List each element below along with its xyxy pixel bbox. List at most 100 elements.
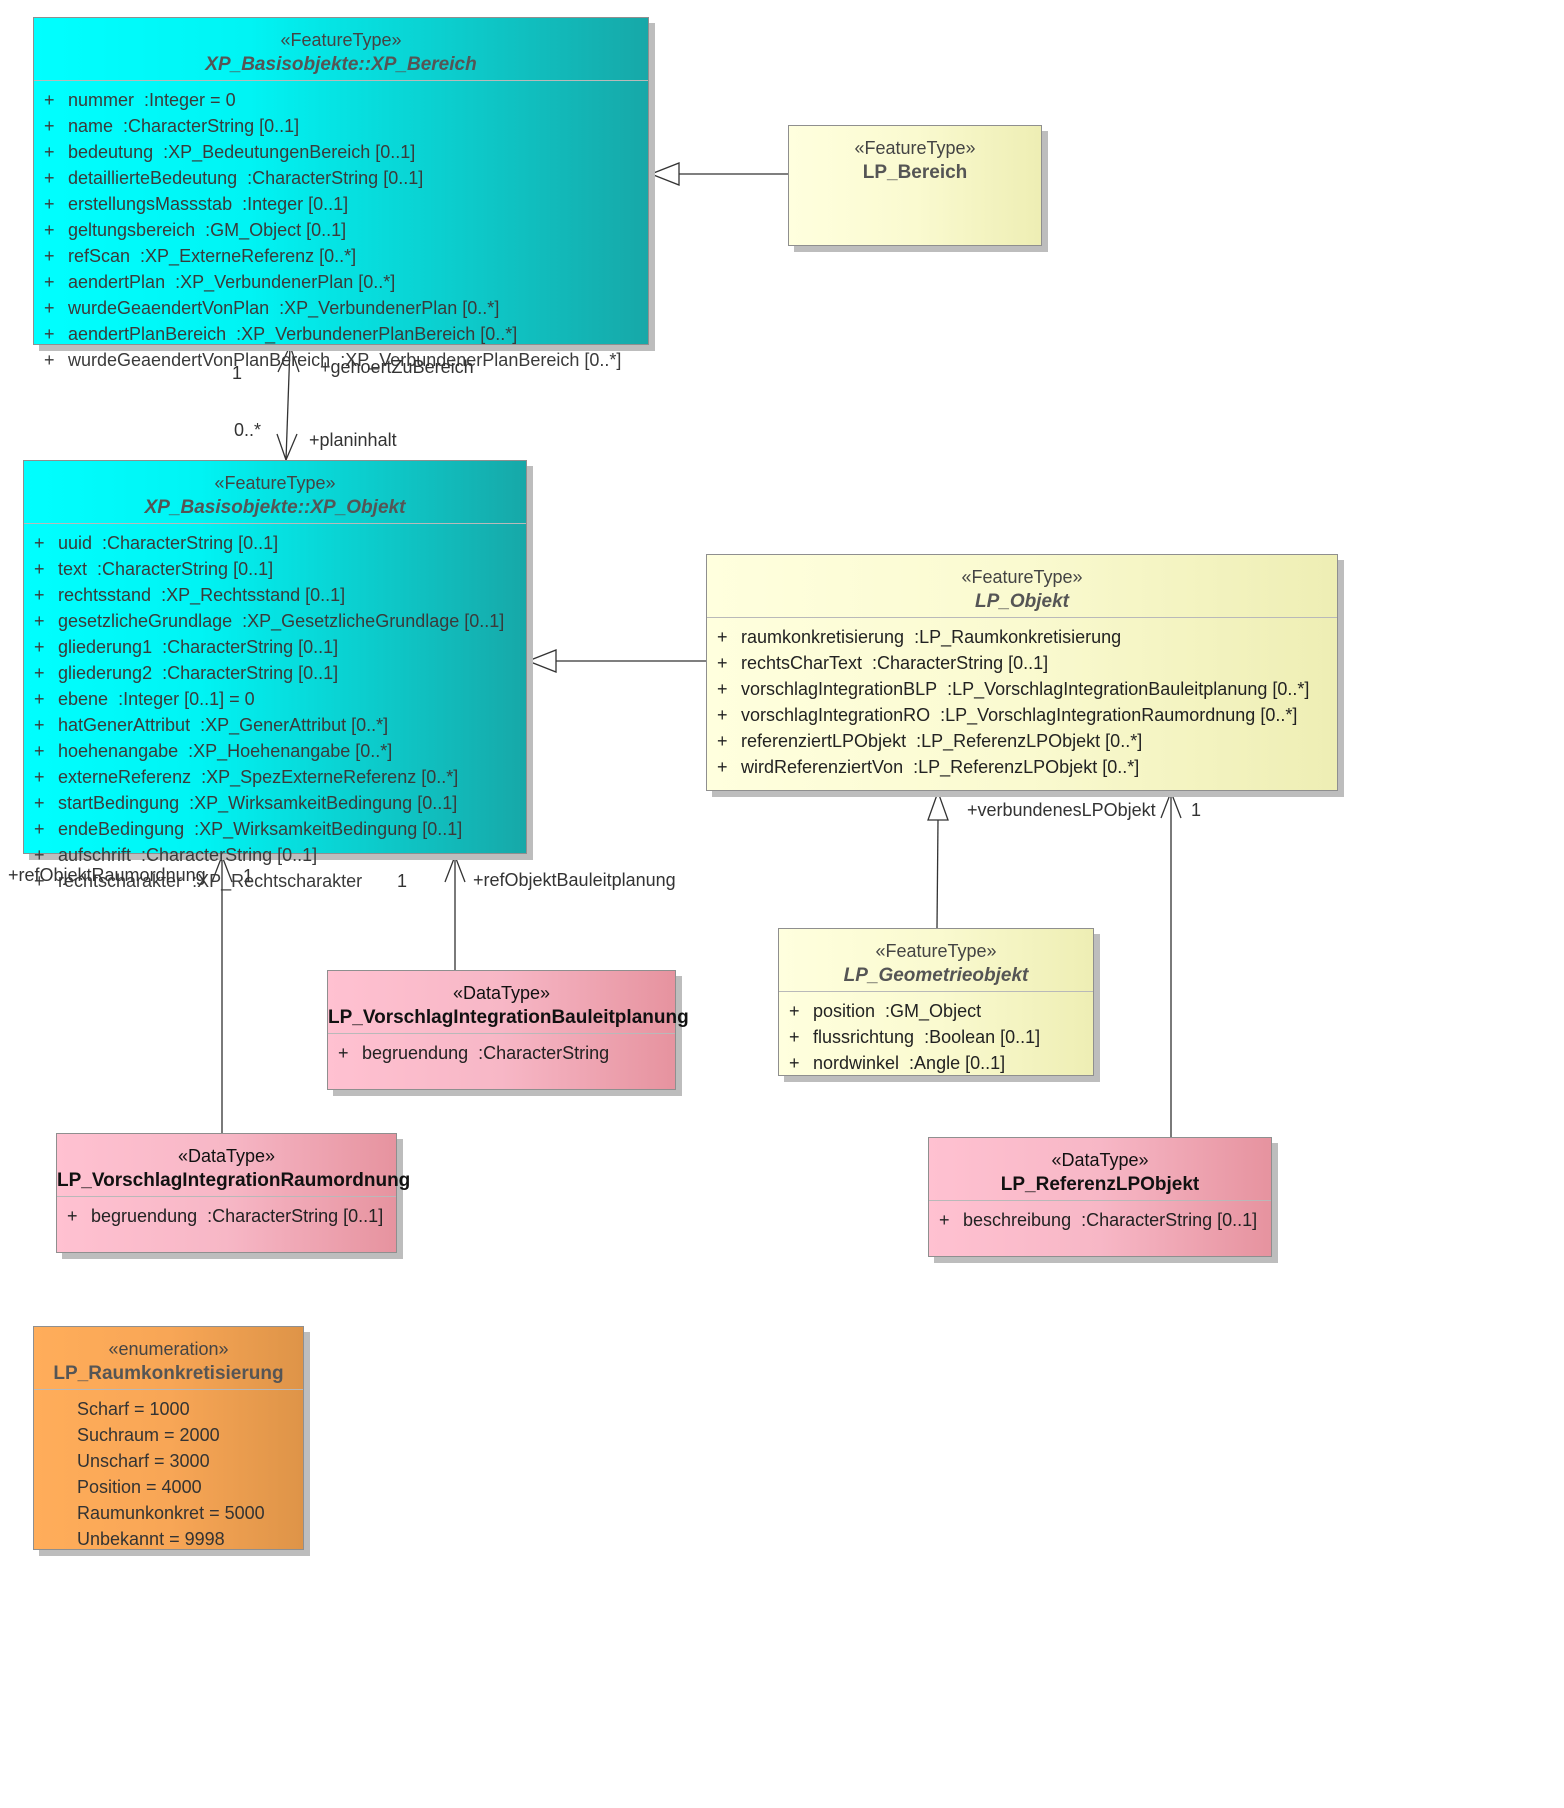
attribute-type: :XP_VerbundenerPlanBereich [0..*] (340, 350, 622, 370)
attribute-type: :CharacterString [0..1] (247, 168, 424, 188)
attribute-name: endeBedingung (58, 819, 185, 839)
visibility-marker: + (34, 637, 45, 657)
visibility-marker: + (717, 757, 728, 777)
attribute-row: +erstellungsMassstab:Integer [0..1] (34, 191, 648, 217)
attribute-row: +endeBedingung:XP_WirksamkeitBedingung [… (24, 816, 526, 842)
visibility-marker: + (34, 663, 45, 683)
attribute-name: aendertPlanBereich (68, 324, 227, 344)
attribute-type: :GM_Object (885, 1001, 982, 1021)
attribute-row: + gesetzlicheGrundlage :XP_GesetzlicheGrun… (24, 608, 526, 634)
visibility-marker: + (939, 1210, 950, 1230)
attribute-row: +name:CharacterString [0..1] (34, 113, 648, 139)
attribute-row: +gliederung1:CharacterString [0..1] (24, 634, 526, 660)
attribute-name: hoehenangabe (58, 741, 179, 761)
visibility-marker: + (67, 1206, 78, 1226)
class-header: «enumeration» LP_Raumkonkretisierung (34, 1327, 303, 1390)
visibility-marker: + (717, 679, 728, 699)
attribute-type: :CharacterString [0..1] (102, 533, 279, 553)
attribute-name: ebene (58, 689, 109, 709)
visibility-marker: + (34, 741, 45, 761)
attribute-type: :LP_VorschlagIntegrationBauleitplanung [… (947, 679, 1310, 699)
attribute-row: +externeReferenz:XP_SpezExterneReferenz … (24, 764, 526, 790)
attribute-name: uuid (58, 533, 93, 553)
attribute-row: +startBedingung:XP_WirksamkeitBedingung … (24, 790, 526, 816)
visibility-marker: + (44, 272, 55, 292)
attribute-row: +detaillierteBedeutung:CharacterString [… (34, 165, 648, 191)
attribute-type: :LP_VorschlagIntegrationRaumordnung [0..… (940, 705, 1298, 725)
attribute-type: :XP_WirksamkeitBedingung [0..1] (194, 819, 463, 839)
visibility-marker: + (338, 1043, 349, 1063)
class-name: LP_Bereich (862, 162, 968, 183)
role-ref-objekt-bauleitplanung: +refObjektBauleitplanung (473, 870, 676, 890)
class-stereotype: «enumeration» (108, 1339, 229, 1359)
attribute-type: :XP_VerbundenerPlanBereich [0..*] (236, 324, 518, 344)
attribute-name: rechtsCharText (741, 653, 863, 673)
class-lp-referenzlpobjekt[interactable]: «DataType» LP_ReferenzLPObjekt +beschrei… (928, 1137, 1272, 1257)
attribute-name: gesetzlicheGrundlage (58, 611, 233, 631)
attribute-type: :CharacterString [0..1] (162, 637, 339, 657)
visibility-marker: + (789, 1053, 800, 1073)
class-xp-objekt[interactable]: «FeatureType» XP_Basisobjekte::XP_Objekt… (23, 460, 527, 891)
class-lp-geometrieobjekt[interactable]: «FeatureType» LP_Geometrieobjekt +positi… (778, 928, 1094, 1076)
nav-arrow-ref-ro (211, 854, 233, 883)
attribute-name: flussrichtung (813, 1027, 915, 1047)
visibility-marker: + (34, 793, 45, 813)
attribute-name: begruendung (362, 1043, 469, 1063)
attribute-type: :XP_Rechtsstand [0..1] (161, 585, 346, 605)
attribute-row: +begruendung:CharacterString (328, 1040, 675, 1066)
class-lp-bereich[interactable]: «FeatureType» LP_Bereich (788, 125, 1042, 246)
attribute-type: :CharacterString [0..1] (1081, 1210, 1258, 1230)
attribute-row: +refScan:XP_ExterneReferenz [0..*] (34, 243, 648, 269)
class-stereotype: «FeatureType» (875, 941, 997, 961)
class-stereotype: «FeatureType» (854, 138, 976, 158)
class-stereotype: «FeatureType» (214, 473, 336, 493)
class-lp-vorschlag-bauleitplanung[interactable]: «DataType» LP_VorschlagIntegrationBaulei… (327, 970, 689, 1090)
class-lp-vorschlag-raumordnung[interactable]: «DataType» LP_VorschlagIntegrationRaumor… (56, 1133, 410, 1253)
attribute-name: nummer (68, 90, 135, 110)
visibility-marker: + (789, 1001, 800, 1021)
class-header: «DataType» LP_VorschlagIntegrationBaulei… (328, 971, 689, 1034)
class-name: XP_Basisobjekte::XP_Objekt (144, 497, 406, 518)
class-name: LP_Geometrieobjekt (843, 965, 1029, 986)
class-stereotype: «DataType» (452, 983, 551, 1003)
attribute-type: :XP_VerbundenerPlan [0..*] (279, 298, 500, 318)
attribute-row: +aendertPlanBereich:XP_VerbundenerPlanBe… (34, 321, 648, 347)
attribute-type: :LP_Raumkonkretisierung (914, 627, 1122, 647)
class-name: LP_VorschlagIntegrationBauleitplanung (328, 1007, 689, 1028)
class-header: «FeatureType» XP_Basisobjekte::XP_Objekt (24, 461, 526, 524)
visibility-marker: + (34, 611, 45, 631)
class-header: «DataType» LP_ReferenzLPObjekt (929, 1138, 1271, 1201)
role-gehoert-zu-bereich: +gehoertZuBereich (320, 357, 474, 377)
attribute-row: +referenziertLPObjekt:LP_ReferenzLPObjek… (707, 728, 1337, 754)
attribute-row: +raumkonkretisierung:LP_Raumkonkretisier… (707, 624, 1337, 650)
attribute-row: +vorschlagIntegrationRO:LP_VorschlagInte… (707, 702, 1337, 728)
attribute-row: +uuid:CharacterString [0..1] (24, 530, 526, 556)
role-planinhalt: +planinhalt (309, 430, 397, 450)
attribute-row: +wurdeGeaendertVonPlanBereich:XP_Verbund… (34, 347, 648, 373)
attribute-name: name (68, 116, 114, 136)
class-xp-bereich[interactable]: «FeatureType» XP_Basisobjekte::XP_Bereic… (33, 17, 649, 370)
enum-literal: Suchraum = 2000 (77, 1425, 220, 1445)
attribute-row: +hoehenangabe:XP_Hoehenangabe [0..*] (24, 738, 526, 764)
visibility-marker: + (717, 731, 728, 751)
attribute-name: raumkonkretisierung (741, 627, 905, 647)
association-bereich-objekt (285, 345, 291, 461)
attribute-row: +begruendung:CharacterString [0..1] (57, 1203, 396, 1229)
visibility-marker: + (44, 246, 55, 266)
multiplicity-planinhalt: 0..* (234, 420, 262, 440)
visibility-marker: + (717, 653, 728, 673)
attribute-type: :XP_GesetzlicheGrundlage [0..1] (242, 611, 505, 631)
visibility-marker: + (44, 142, 55, 162)
attribute-list: +position:GM_Object+flussrichtung:Boolea… (779, 992, 1093, 1076)
attribute-name: vorschlagIntegrationBLP (741, 679, 938, 699)
class-stereotype: «DataType» (1051, 1150, 1149, 1170)
attribute-type: :XP_Rechtscharakter (192, 871, 363, 891)
class-stereotype: «FeatureType» (280, 30, 402, 50)
visibility-marker: + (44, 220, 55, 240)
enum-lp-raumkonkretisierung[interactable]: «enumeration» LP_Raumkonkretisierung Sch… (33, 1326, 304, 1550)
class-lp-objekt[interactable]: «FeatureType» LP_Objekt +raumkonkretisie… (706, 554, 1338, 791)
attribute-name: hatGenerAttribut (58, 715, 191, 735)
attribute-type: :Integer [0..1] (242, 194, 349, 214)
